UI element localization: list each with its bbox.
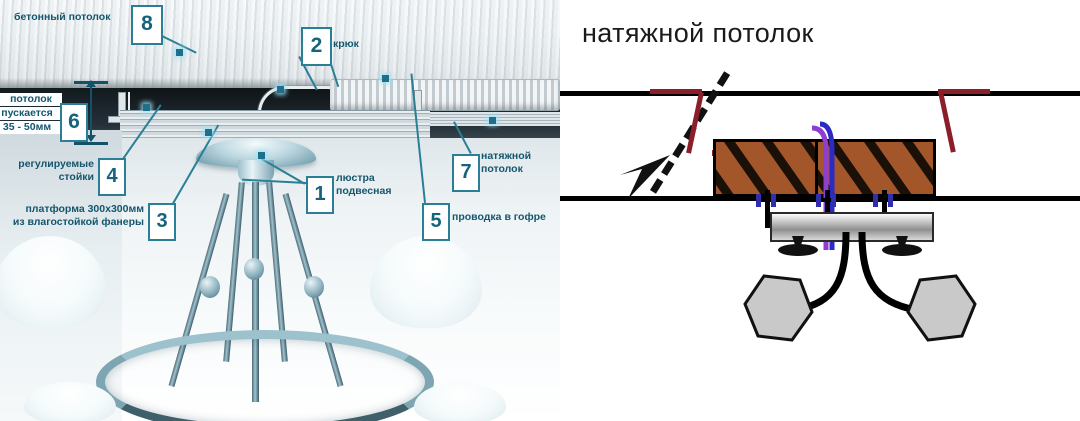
marker-8[interactable]: 8 [131, 5, 163, 45]
schematic-title: натяжной потолок [582, 18, 814, 48]
dim-arrow-down [86, 135, 96, 142]
plywood-platform-right [815, 139, 936, 197]
bracket-right-diag [938, 90, 956, 153]
dim-tick-bottom [74, 142, 108, 145]
stretch-ceiling-plane [120, 110, 430, 141]
caption-hook: крюк [333, 38, 359, 50]
bracket-left-top [650, 89, 702, 94]
chandelier-joint-right [304, 276, 324, 298]
mounting-crossbar [760, 198, 890, 202]
caption-wiring: проводка в гофре [452, 211, 546, 223]
chandelier-shade-right [370, 236, 482, 328]
corrugated-hose [330, 79, 560, 111]
plate-feet-group [778, 236, 922, 256]
chandelier-shade-left [0, 236, 106, 328]
bracket-right-top [938, 89, 990, 94]
marker-2[interactable]: 2 [301, 27, 332, 66]
lamp-shade-right [906, 274, 977, 342]
chandelier-shade-lower-right [414, 382, 506, 421]
leader-dot-4 [143, 104, 150, 111]
fastener [816, 194, 821, 207]
marker-4[interactable]: 4 [98, 158, 126, 196]
marker-1[interactable]: 1 [306, 176, 334, 214]
caption-platform-line1: платформа 300х300мм [25, 203, 144, 215]
caption-platform-line2: из влагостойкой фанеры [12, 216, 144, 228]
dim-arrow-up [86, 80, 96, 87]
lamp-arm-right [858, 232, 917, 314]
caption-drop-line3: 35 - 50мм [0, 121, 60, 134]
leader-dot-7 [489, 117, 496, 124]
caption-stretch-line1: натяжной [481, 150, 532, 162]
marker-5[interactable]: 5 [422, 203, 450, 241]
chandelier-ring [96, 330, 434, 421]
caption-stretch-line2: потолок [481, 163, 523, 175]
caption-adjustable-line1: регулируемые [18, 158, 94, 170]
fastener [756, 194, 761, 207]
leader-dot-1 [258, 152, 265, 159]
chandelier-center-rod [252, 182, 259, 402]
left-photo-panel: бетонный потолок 8 2 крюк потолок пускае… [0, 0, 560, 421]
suspension-rod-center [825, 190, 830, 228]
foot-base-left [778, 244, 818, 256]
marker-7[interactable]: 7 [452, 154, 480, 192]
chandelier-joint-center [244, 258, 264, 280]
dimension-line-vertical [90, 84, 92, 140]
wire-group [811, 121, 835, 250]
bracket-left-diag [686, 92, 704, 154]
chandelier-shade-lower-left [24, 382, 116, 421]
caption-concrete-ceiling: бетонный потолок [14, 11, 111, 23]
marker-6[interactable]: 6 [60, 103, 88, 142]
fastener [771, 194, 776, 207]
caption-chandelier-line2: подвесная [336, 185, 392, 197]
suspension-rod-right [882, 190, 887, 228]
arrowhead-svg [620, 155, 670, 199]
caption-drop-line1: потолок [0, 93, 62, 106]
leader-dot-8 [176, 49, 183, 56]
suspension-rod-left [765, 190, 770, 228]
upper-ceiling-line [560, 91, 1080, 96]
lamp-shade-left [743, 274, 814, 342]
concrete-ceiling-surface [0, 0, 560, 88]
marker-3[interactable]: 3 [148, 203, 176, 241]
fastener [888, 194, 893, 207]
caption-adjustable-line2: стойки [58, 171, 94, 183]
caption-drop-line2: пускается [0, 107, 60, 120]
fastener [873, 194, 878, 207]
foot-base-right [882, 244, 922, 256]
right-schematic-panel: натяжной потолок [560, 0, 1080, 421]
chandelier-joint-left [200, 276, 220, 298]
leader-dot-5 [382, 75, 389, 82]
leader-dot-2 [277, 86, 284, 93]
wire-blue [819, 121, 835, 250]
wire-violet [811, 125, 829, 250]
caption-chandelier-line1: люстра [336, 172, 375, 184]
fastener [831, 194, 836, 207]
leader-dot-3 [205, 129, 212, 136]
hex-shape-right [906, 274, 977, 342]
hex-shape-left [743, 274, 814, 342]
